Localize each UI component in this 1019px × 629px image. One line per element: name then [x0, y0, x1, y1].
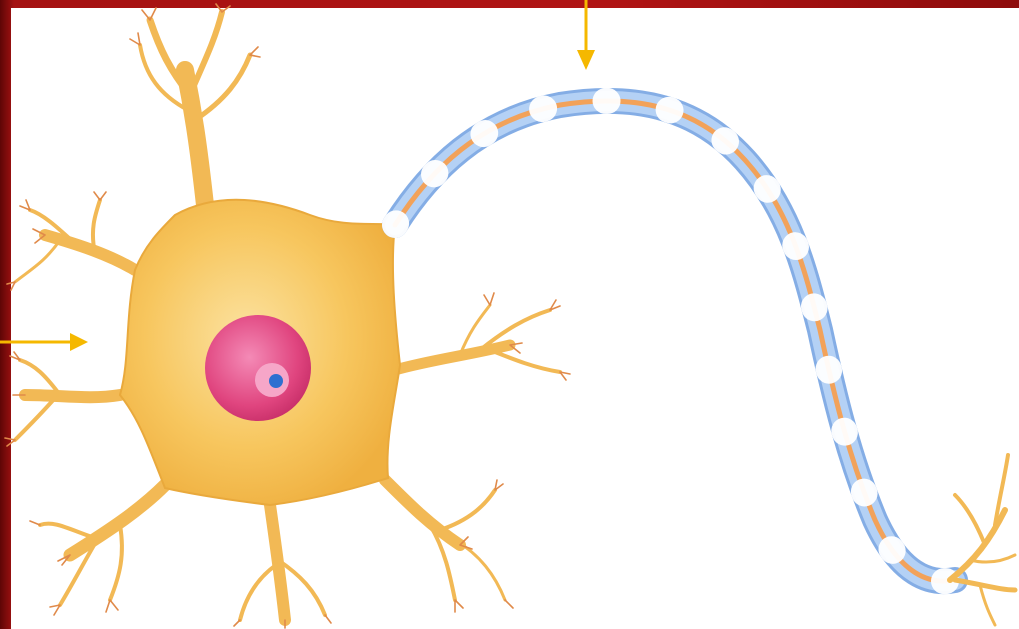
- arrow-to-axon: [577, 0, 595, 70]
- axon-terminals: [950, 455, 1015, 625]
- dendrite-lower-left: [70, 485, 165, 555]
- nucleolus: [269, 374, 283, 388]
- dendrite-right: [395, 345, 510, 370]
- dendrite-lower-right: [385, 480, 460, 545]
- nucleus: [205, 315, 311, 421]
- dendrite-left: [25, 395, 120, 397]
- arrow-to-cell-body: [0, 333, 88, 351]
